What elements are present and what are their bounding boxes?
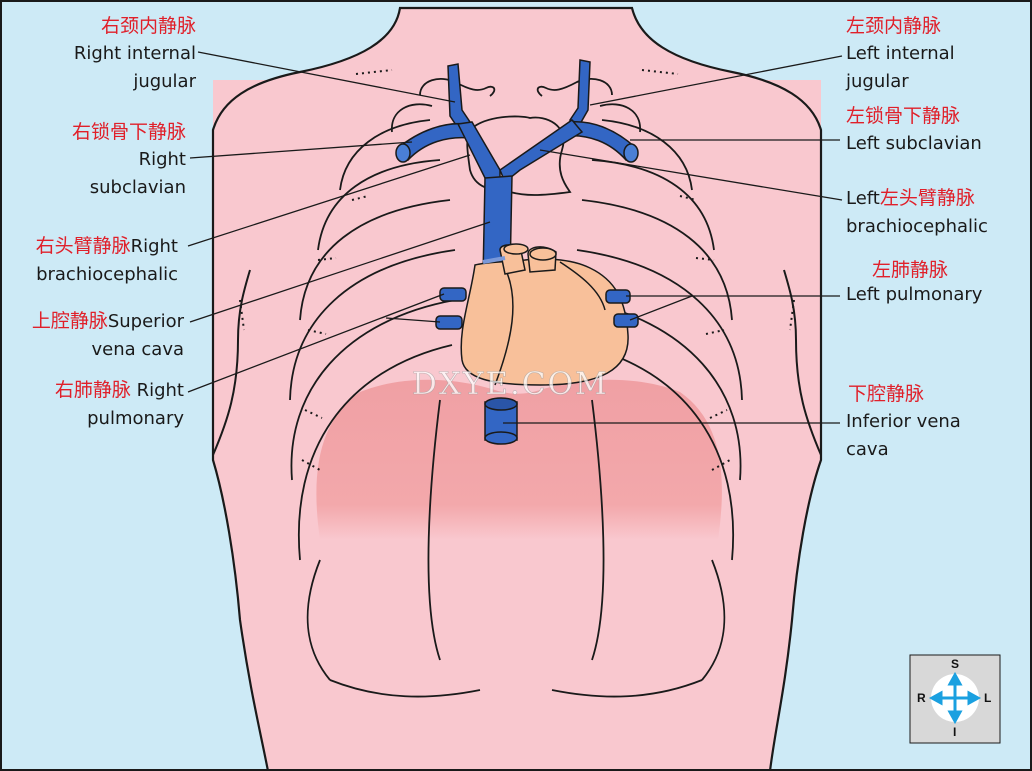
label-en-line1: Right <box>136 380 184 401</box>
compass-right: R <box>917 691 926 705</box>
heart <box>460 243 629 386</box>
label-en-line2: pulmonary <box>87 408 184 429</box>
label-en-line1: Left subclavian <box>846 133 982 154</box>
label-cn: 右颈内静脉 <box>100 15 196 37</box>
label-cn: 左颈内静脉 <box>846 15 942 37</box>
label-left-internal-jugular: 左颈内静脉 Left internal jugular <box>846 12 955 96</box>
label-cn: 左锁骨下静脉 <box>846 105 961 127</box>
label-cn: 左肺静脉 <box>872 259 949 281</box>
right-pulmonary-vein-upper <box>439 287 467 302</box>
label-en-line1: Right internal <box>73 43 196 64</box>
label-en-line2: jugular <box>846 71 909 92</box>
label-cn: 右肺静脉 <box>54 379 131 401</box>
orientation-compass <box>909 654 1001 744</box>
diaphragm-region <box>316 379 722 540</box>
label-en-line1: Right <box>138 149 186 170</box>
label-cn: 右头臂静脉 <box>35 235 131 257</box>
label-en-line2: brachiocephalic <box>846 216 988 237</box>
label-left-subclavian: 左锁骨下静脉 Left subclavian <box>846 102 982 158</box>
label-en-line2: jugular <box>133 71 196 92</box>
compass-superior: S <box>951 657 960 671</box>
label-en-line1: Left pulmonary <box>846 284 983 305</box>
inferior-vena-cava <box>484 397 518 445</box>
label-inferior-vena-cava: 下腔静脉 Inferior vena cava <box>846 380 961 464</box>
label-right-brachiocephalic: 右头臂静脉Right brachiocephalic <box>36 232 178 289</box>
label-right-subclavian: 右锁骨下静脉 Right subclavian <box>72 118 186 202</box>
label-en-line2: vena cava <box>91 339 185 360</box>
compass-inferior: I <box>953 725 957 739</box>
label-cn: 上腔静脉 <box>31 310 108 332</box>
label-superior-vena-cava: 上腔静脉Superior vena cava <box>32 307 184 364</box>
label-en-prefix: Left <box>846 188 880 209</box>
right-arm-outline <box>212 269 251 456</box>
leader-lines <box>187 51 843 424</box>
label-right-internal-jugular: 右颈内静脉 Right internal jugular <box>74 12 196 96</box>
label-en-line1: Right <box>130 236 178 257</box>
label-en-line2: brachiocephalic <box>36 264 178 285</box>
left-pulmonary-vein-lower <box>613 313 639 328</box>
venous-system <box>395 59 639 279</box>
label-cn: 下腔静脉 <box>848 383 925 405</box>
label-cn: 右锁骨下静脉 <box>71 121 186 143</box>
label-left-pulmonary-en: Left pulmonary <box>846 281 982 309</box>
label-en-line1: Superior <box>107 311 184 332</box>
label-right-pulmonary: 右肺静脉 Right pulmonary <box>55 376 184 433</box>
label-cn: 左头臂静脉 <box>879 187 975 209</box>
left-arm-outline <box>783 269 822 456</box>
label-en-line2: subclavian <box>89 177 186 198</box>
right-pulmonary-vein-lower <box>435 315 463 330</box>
label-en-line1: Inferior vena <box>846 411 961 432</box>
label-left-pulmonary: 左肺静脉 <box>872 256 948 284</box>
watermark: DXYE.COM <box>412 366 609 403</box>
label-left-brachiocephalic: Left左头臂静脉 brachiocephalic <box>846 184 988 241</box>
compass-left: L <box>984 691 992 705</box>
torso-outline <box>211 6 823 771</box>
label-en-line2: cava <box>846 439 889 460</box>
label-en-line1: Left internal <box>846 43 955 64</box>
